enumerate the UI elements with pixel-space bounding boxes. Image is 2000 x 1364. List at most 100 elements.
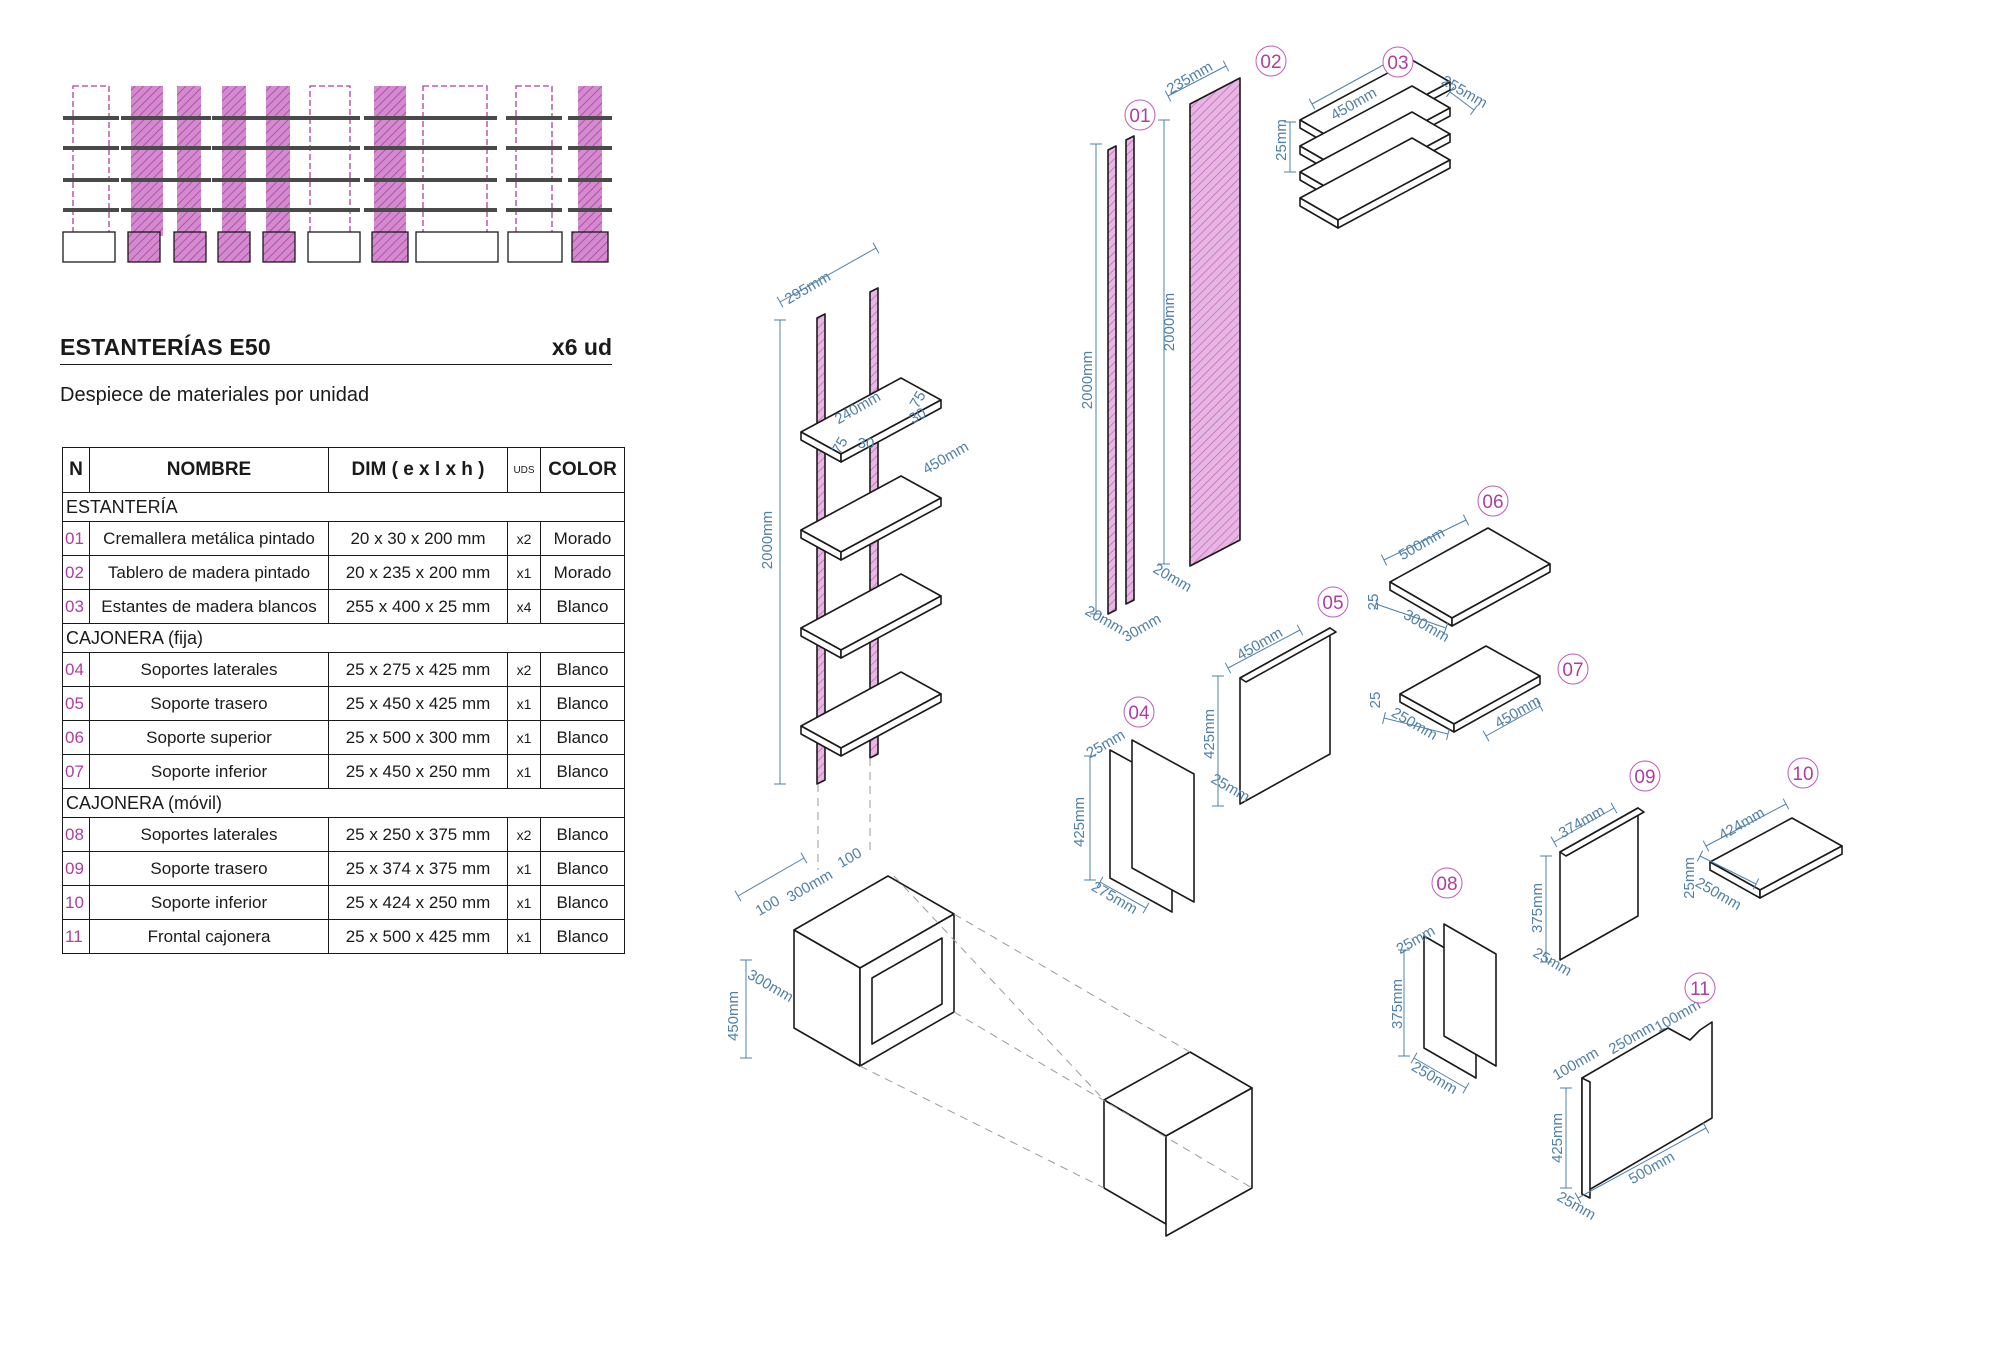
bill-of-materials: N NOMBRE DIM ( e x l x h ) UDS COLOR EST… [62,447,625,954]
part-label-10: 10 [1792,764,1813,785]
base-cabinet [262,231,296,263]
part-label-02: 02 [1260,52,1281,73]
dimension-line [1553,807,1615,843]
base-cabinet [217,231,251,263]
dimension-label: 425mm [1549,1113,1566,1163]
shelf-line [506,208,562,212]
part-number: 03 [62,589,90,624]
dimension-label: 450mm [725,991,742,1041]
dimension-tick [1446,728,1450,740]
shelf-line [167,146,211,150]
part-label-07: 07 [1562,660,1583,681]
dimension-label: 300mm [744,966,796,1006]
shelf-line [364,116,416,120]
assembly-shelf-front [840,497,942,561]
dimension-line [1449,91,1475,111]
part-label-circle [1123,696,1155,728]
dimension-tick [1610,802,1618,814]
assembly-shelf-front [840,595,942,659]
col-n: N [62,447,90,493]
shelf-line [506,116,562,120]
part-label-circle [1477,485,1509,517]
dimension-label: 295mm [782,268,834,308]
base-cabinet [62,231,116,263]
dimension-tick [1296,624,1304,636]
section-title: CAJONERA (móvil) [62,788,625,818]
base-cabinet [371,231,409,263]
dimension-tick [1782,798,1790,810]
part-10-front [1759,845,1843,899]
part-dimensions: 20 x 235 x 200 mm [328,555,508,590]
dimension-line [1699,855,1757,885]
shelf-line [364,208,416,212]
part-dimensions: 25 x 250 x 375 mm [328,817,508,852]
guide-line [953,1011,1253,1189]
part-11-edge [1581,1077,1591,1199]
part-color: Blanco [540,686,625,721]
shelf-line [568,146,612,150]
dimension-label: 2000mm [1079,351,1096,409]
dimension-tick [1410,1052,1418,1064]
dimension-line [737,857,805,897]
title-block: ESTANTERÍAS E50 x6 ud [60,334,612,365]
dimension-tick [1443,622,1449,634]
dimension-line [1227,629,1301,669]
base-cabinet [415,231,499,263]
part-dimensions: 20 x 30 x 200 mm [328,521,508,556]
part-units: x2 [507,817,541,852]
dimension-label: 25 [1365,594,1382,611]
assembly-cabinet-opening [871,937,943,1045]
guide-line [953,913,1191,1053]
dimension-line [1383,717,1449,735]
part-name: Soporte inferior [89,754,329,789]
dimension-label: 75 [829,434,852,457]
part-units: x1 [507,686,541,721]
shelf-line [121,146,173,150]
dimension-label: 100 [753,892,783,919]
shelf-line [212,208,256,212]
dimension-label: 25mm [1554,1188,1599,1224]
part-label-11: 11 [1690,979,1710,1000]
part-label-circle [1557,653,1589,685]
part-label-circle [1629,760,1661,792]
shelf-line [63,178,119,182]
dimension-label: 235mm [1164,58,1216,98]
dimension-label: 20mm [1150,560,1195,596]
part-label-circle [1684,972,1716,1004]
elevation-overview [62,85,612,263]
part-label-circle [1787,757,1819,789]
dimension-line [1375,603,1447,629]
dimension-tick [1373,598,1379,610]
part-color: Blanco [540,885,625,920]
part-color: Morado [540,555,625,590]
part-label-circle [1255,45,1287,77]
dimension-line [1167,65,1227,97]
dimension-label: 25 [1367,692,1384,709]
dimension-tick [1702,840,1710,852]
part-label-06: 06 [1482,492,1503,513]
dimension-label: 30mm [1119,610,1164,646]
part-label-09: 09 [1634,767,1655,788]
shelf-line [212,146,256,150]
part-units: x2 [507,652,541,687]
dimension-tick [1752,878,1760,890]
dimension-line [1577,1127,1707,1199]
col-nombre: NOMBRE [89,447,329,493]
section-row: CAJONERA (móvil) [62,788,625,818]
dimension-label: 425mm [1071,797,1088,847]
dimension-line [1099,881,1147,909]
shelf-line [121,208,173,212]
part-01-rail-a [1107,145,1117,615]
dimension-label: 300mm [784,866,836,906]
dimension-tick [1164,90,1172,102]
shelf-line [121,178,173,182]
dimension-line [1413,1057,1467,1089]
dimension-line [1705,803,1787,847]
dimension-line [1311,57,1397,105]
part-units: x1 [507,555,541,590]
col-dim: DIM ( e x l x h ) [328,447,508,493]
part-dimensions: 25 x 424 x 250 mm [328,885,508,920]
